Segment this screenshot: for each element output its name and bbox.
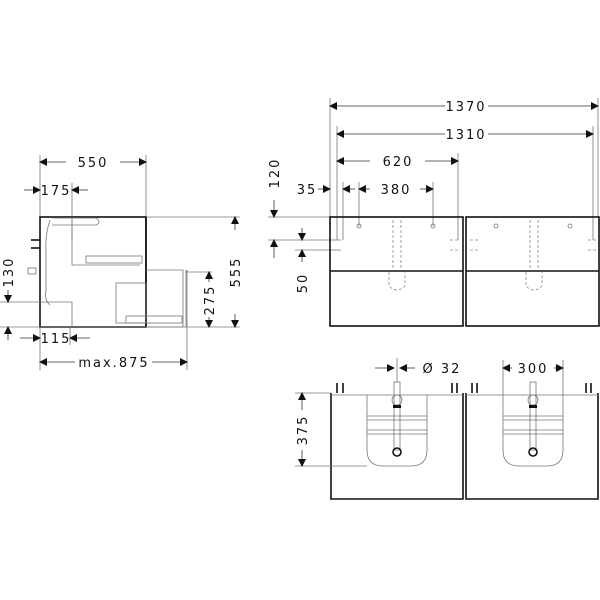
dim-50: 50 <box>296 273 311 294</box>
dim-35: 35 <box>297 183 318 198</box>
dim-375: 375 <box>296 415 311 446</box>
dim-120: 120 <box>268 158 283 189</box>
dim-1310: 1310 <box>445 128 486 143</box>
dim-380: 380 <box>381 183 412 198</box>
front-view: 1370 1310 620 380 35 120 50 <box>268 98 600 327</box>
dim-1370: 1370 <box>445 100 486 115</box>
dim-550: 550 <box>78 156 109 171</box>
dim-115: 115 <box>41 332 72 347</box>
dim-555: 555 <box>229 257 244 288</box>
dim-max-875: max.875 <box>78 356 149 371</box>
dim-275: 275 <box>203 285 218 316</box>
dim-300: 300 <box>518 362 549 377</box>
dim-130: 130 <box>2 257 17 288</box>
top-view: Ø 32 300 375 <box>295 358 599 500</box>
dim-620: 620 <box>383 155 414 170</box>
dim-diameter-32: Ø 32 <box>423 362 462 377</box>
dim-175: 175 <box>41 184 72 199</box>
side-view: 550 175 555 275 130 115 max.875 <box>0 155 244 371</box>
cabinet-side <box>39 216 147 328</box>
